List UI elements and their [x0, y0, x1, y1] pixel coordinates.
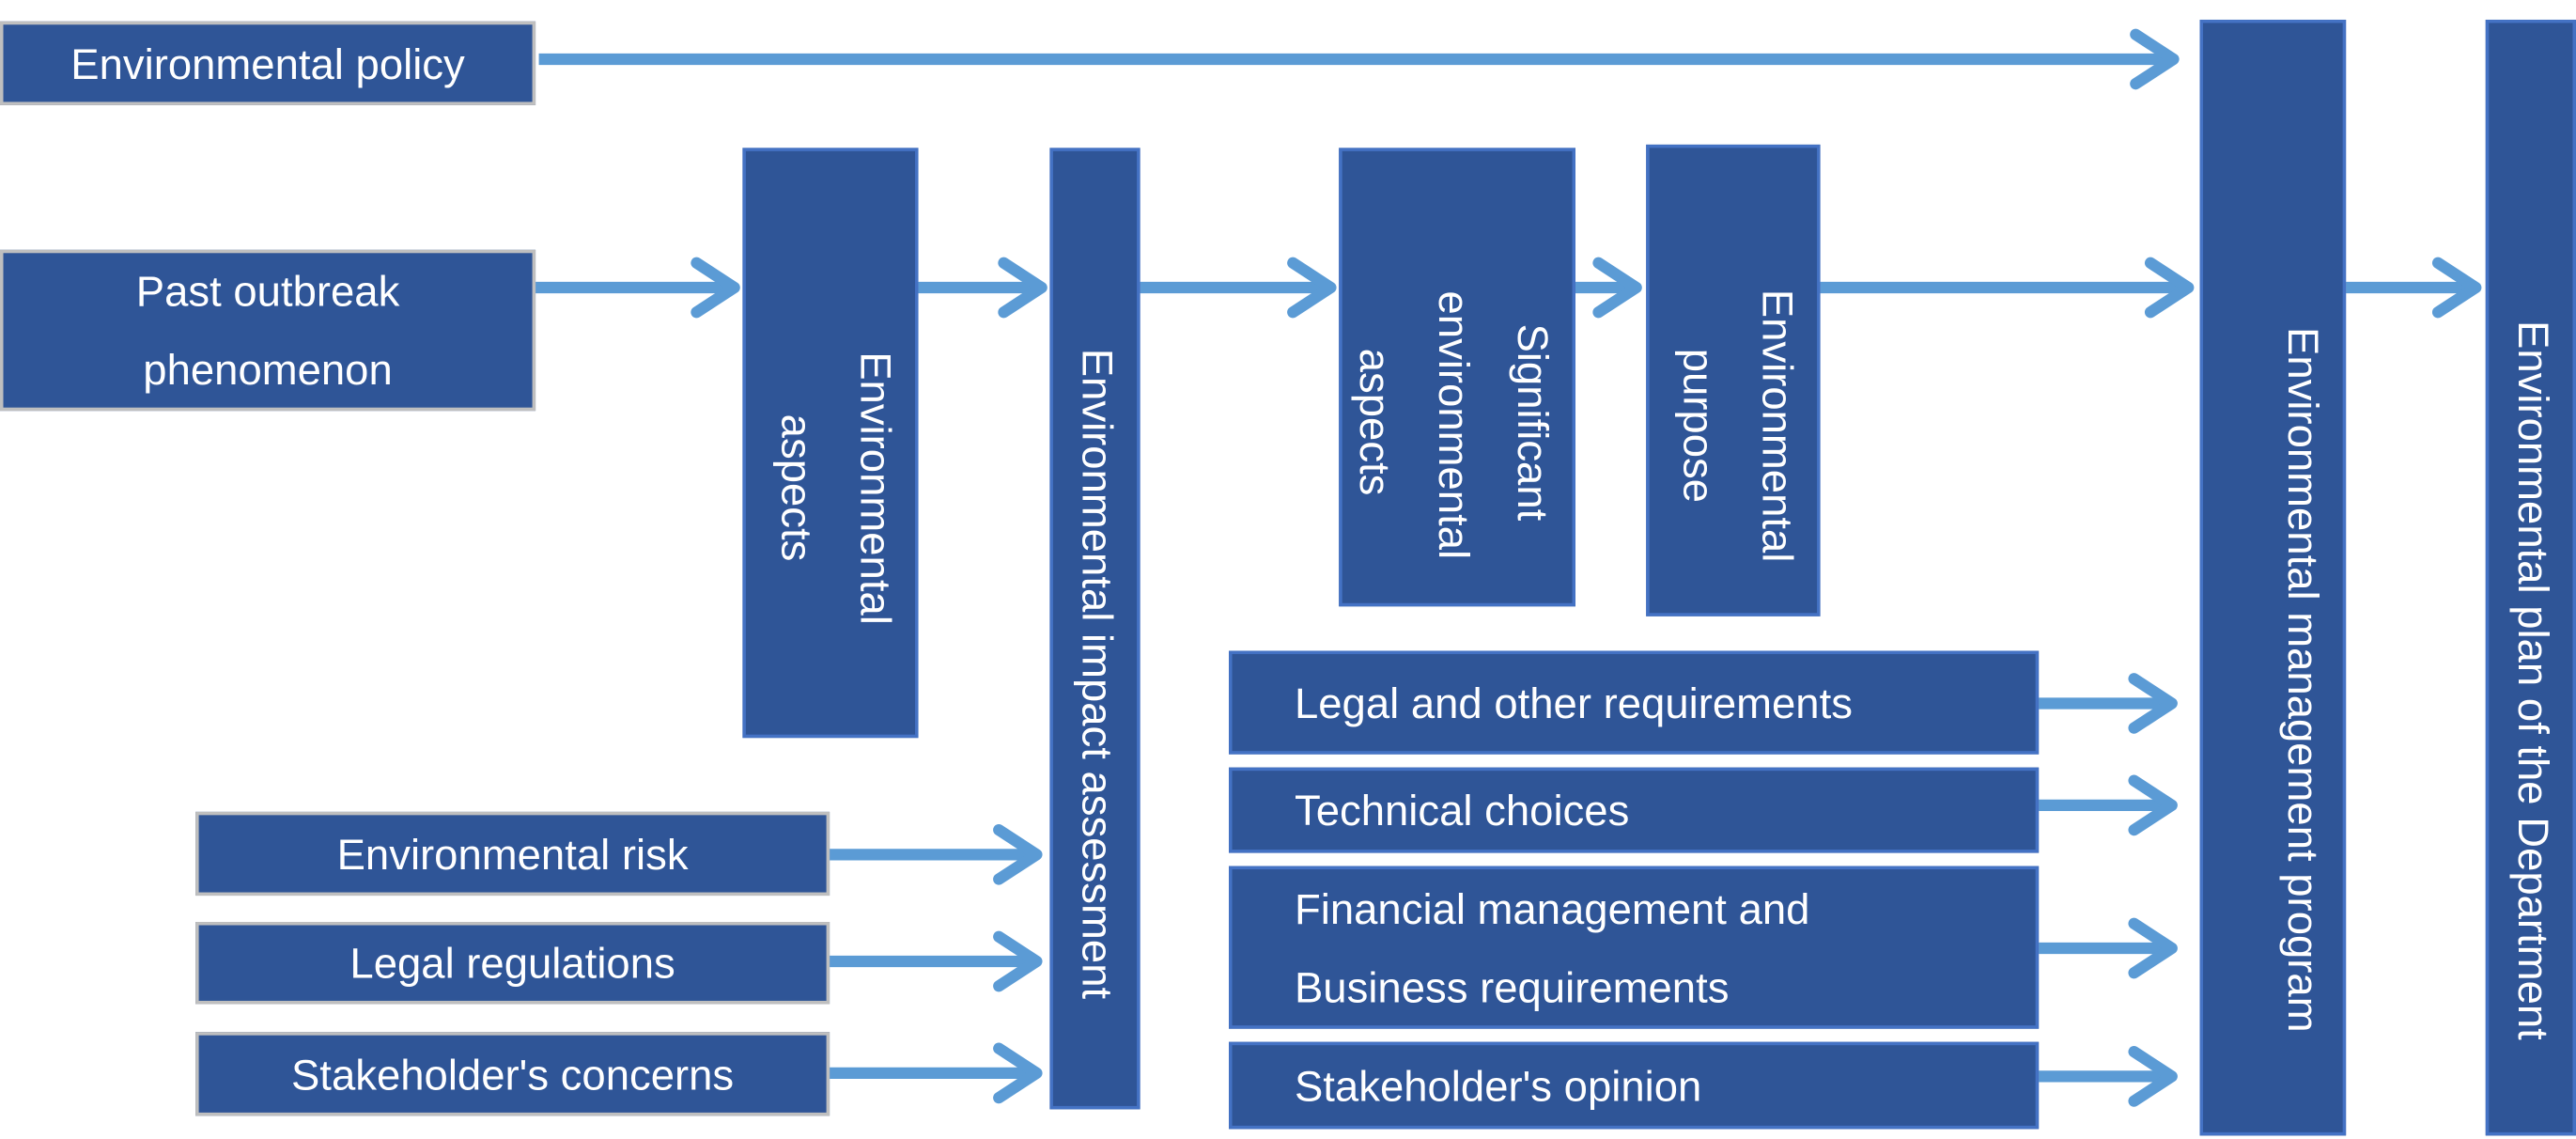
- label: Legal regulations: [349, 938, 675, 988]
- arrow-head: [1287, 257, 1337, 319]
- arrow-head: [2128, 917, 2178, 979]
- label: Environmental policy: [70, 39, 465, 88]
- arrow-legal-reg-to-eia: [830, 930, 1043, 992]
- arrow-opinion-to-emp: [2039, 1046, 2178, 1107]
- box-environmental-policy: Environmental policy: [0, 21, 536, 105]
- arrow-head: [993, 930, 1043, 992]
- arrow-head: [2128, 774, 2178, 836]
- arrow-aspects-to-eia: [918, 257, 1047, 319]
- box-environmental-risk: Environmental risk: [195, 811, 830, 897]
- arrow-head: [691, 257, 740, 319]
- arrow-concerns-to-eia: [830, 1042, 1043, 1104]
- box-environmental-management-program: Environmental management program: [2199, 19, 2347, 1136]
- box-department-plan: Environmental plan of the Department: [2485, 19, 2576, 1136]
- arrow-head: [2144, 257, 2195, 319]
- box-stakeholder-opinion: Stakeholder's opinion: [1229, 1041, 2040, 1130]
- arrow-head: [998, 257, 1047, 319]
- arrow-legal-other-to-emp: [2039, 673, 2178, 734]
- box-environmental-aspects: Environmental aspects: [742, 148, 919, 739]
- label: Environmental risk: [336, 829, 689, 879]
- label: Environmental plan of the Department: [2508, 320, 2558, 1040]
- label: Technical choices: [1294, 785, 1630, 835]
- box-financial-management: Financial management and Business requir…: [1229, 866, 2040, 1029]
- arrow-head: [1592, 257, 1642, 319]
- box-environmental-purpose: Environmental purpose: [1646, 144, 1821, 616]
- label: Environmental impact assessment: [1072, 348, 1123, 1000]
- arrow-head: [993, 823, 1043, 885]
- arrow-risk-to-eia: [830, 823, 1043, 885]
- box-legal-regulations: Legal regulations: [195, 922, 830, 1005]
- label: Financial management and Business requir…: [1294, 882, 1810, 1012]
- arrow-head: [993, 1042, 1043, 1104]
- arrow-head: [2431, 257, 2482, 319]
- arrow-policy-to-emp: [538, 28, 2180, 90]
- arrow-emp-to-dept: [2346, 257, 2482, 319]
- arrow-past-to-aspects: [535, 257, 740, 319]
- arrow-purpose-to-emp: [1820, 257, 2195, 319]
- box-past-outbreak: Past outbreak phenomenon: [0, 249, 536, 412]
- label: Stakeholder's opinion: [1294, 1060, 1702, 1111]
- box-legal-other-requirements: Legal and other requirements: [1229, 650, 2040, 755]
- arrow-head: [2128, 1046, 2178, 1107]
- arrow-significant-to-purpose: [1575, 257, 1642, 319]
- box-significant-aspects: Significant environmental aspects: [1339, 148, 1576, 607]
- arrow-financial-to-emp: [2039, 917, 2178, 979]
- label: Environmental purpose: [1673, 289, 1803, 563]
- label: Legal and other requirements: [1294, 678, 1853, 727]
- label: Stakeholder's concerns: [290, 1049, 735, 1100]
- arrow-technical-to-emp: [2039, 774, 2178, 836]
- label: Environmental aspects: [771, 351, 901, 625]
- box-environmental-impact-assessment: Environmental impact assessment: [1049, 148, 1141, 1110]
- box-technical-choices: Technical choices: [1229, 767, 2040, 853]
- arrow-head: [2128, 673, 2178, 734]
- arrow-head: [2130, 28, 2180, 90]
- label: Significant environmental aspects: [1350, 290, 1558, 560]
- arrow-eia-to-significant: [1140, 257, 1337, 319]
- box-stakeholder-concerns: Stakeholder's concerns: [195, 1032, 830, 1116]
- label: Past outbreak phenomenon: [135, 266, 400, 395]
- label: Environmental management program: [2278, 327, 2328, 1034]
